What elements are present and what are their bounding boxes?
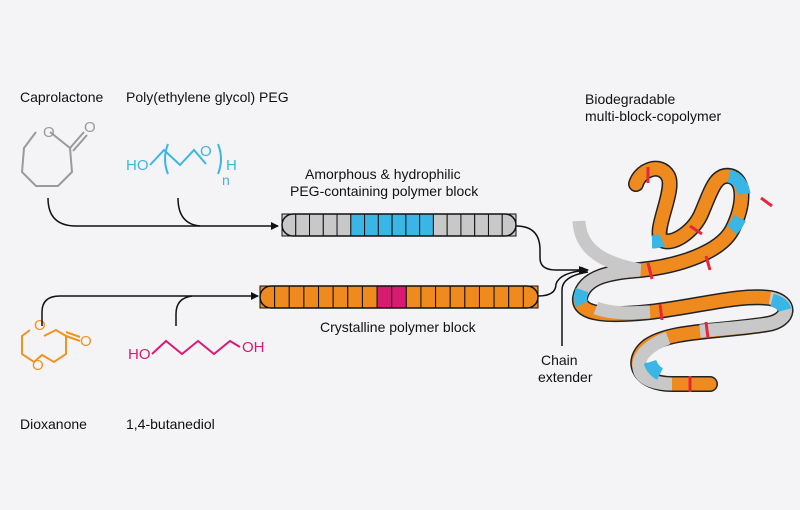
chain-extender-marker xyxy=(646,262,654,280)
peg-block-segment xyxy=(281,213,297,237)
peg-block-segment xyxy=(391,213,407,237)
copolymer-blue-segment-1 xyxy=(727,169,751,196)
dioxanone-arrow xyxy=(41,292,259,326)
crystalline-block-segment xyxy=(376,285,393,309)
peg-block-segment xyxy=(350,213,366,237)
crystalline-block-segment xyxy=(274,285,290,309)
copolymer-gray-segment xyxy=(572,220,642,300)
crystalline-block-segment xyxy=(449,285,466,309)
copolymer-blue-segment-3 xyxy=(574,287,589,307)
copolymer-blue-segment-5 xyxy=(770,293,792,313)
crystalline-block-segment xyxy=(288,285,305,309)
crystalline-block-segment xyxy=(303,285,320,309)
chain-extender-marker xyxy=(689,224,703,236)
chain-extender-marker xyxy=(704,321,710,339)
peg-block-segment xyxy=(501,213,517,237)
butanediol-label: 1,4-butanediol xyxy=(126,416,215,432)
crystalline-block-to-copolymer-arrow xyxy=(537,266,589,297)
crystalline-block-segment xyxy=(332,285,349,309)
peg-block-segment xyxy=(336,213,352,237)
crystalline-block-segment xyxy=(391,285,407,309)
peg-block-segment xyxy=(364,213,379,237)
copolymer-blue-segment-4 xyxy=(651,234,665,249)
chain-extender-marker xyxy=(658,303,664,321)
butanediol-structure xyxy=(151,339,241,356)
chain-extender-pointer xyxy=(561,271,589,346)
butanediol-arrow-branch xyxy=(175,295,193,326)
peg-block-segment xyxy=(487,213,503,237)
copolymer-blue-segment-2 xyxy=(727,215,746,235)
butanediol-hydroxyl-right: OH xyxy=(242,339,265,356)
peg-block-segment xyxy=(322,213,338,237)
chain-extender-label-line1: Chain xyxy=(541,352,578,368)
crystalline-block-segment xyxy=(493,285,510,309)
butanediol-hydroxyl-left: HO xyxy=(128,346,151,363)
crystalline-block-segment xyxy=(347,285,363,309)
crystalline-block-segment xyxy=(508,285,524,309)
peg-block-segment xyxy=(295,213,311,237)
copolymer-gray-segment-3 xyxy=(632,331,673,391)
dioxanone-oxygen-carbonyl: O xyxy=(80,333,92,350)
caprolactone-structure xyxy=(20,131,88,187)
multi-block-copolymer xyxy=(572,160,794,392)
peg-arrow-branch xyxy=(177,197,201,227)
peg-block-outline xyxy=(281,213,517,237)
chain-extender-marker xyxy=(704,255,712,271)
dioxanone-structure xyxy=(21,328,81,364)
peg-hydrogen: H xyxy=(226,157,237,174)
crystalline-polymer-block xyxy=(259,285,539,309)
caprolactone-arrow xyxy=(47,197,279,230)
biodegradable-label-line2: multi-block-copolymer xyxy=(585,108,722,124)
crystalline-block-segment xyxy=(435,285,451,309)
peg-hydroxyl: HO xyxy=(126,157,149,174)
copolymer-blue-segment-6 xyxy=(643,359,664,380)
dioxanone-label: Dioxanone xyxy=(20,416,87,432)
peg-block-segment xyxy=(405,213,421,237)
peg-containing-polymer-block xyxy=(281,213,517,237)
peg-repeat-n: n xyxy=(222,172,230,188)
crystalline-block-segment xyxy=(361,285,378,309)
chain-extender-label-line2: extender xyxy=(538,369,593,385)
peg-label: Poly(ethylene glycol) PEG xyxy=(126,89,289,105)
crystalline-block-segment xyxy=(464,285,480,309)
peg-structure xyxy=(149,143,222,175)
peg-oxygen: O xyxy=(200,143,212,160)
peg-block-segment xyxy=(474,213,489,237)
crystalline-block-outline xyxy=(259,285,539,309)
peg-block-segment xyxy=(309,213,324,237)
crystalline-label: Crystalline polymer block xyxy=(320,319,476,335)
peg-block-to-copolymer-arrow xyxy=(515,225,587,274)
dioxanone-oxygen-bottom: O xyxy=(32,357,44,374)
caprolactone-oxygen-carbonyl: O xyxy=(84,119,96,136)
crystalline-block-segment xyxy=(405,285,422,309)
copolymer-chain-extender-markers xyxy=(646,167,773,392)
amorphous-label-line2: PEG-containing polymer block xyxy=(290,183,479,199)
dioxanone-oxygen-top: O xyxy=(34,317,46,334)
peg-block-segment xyxy=(460,213,476,237)
crystalline-block-segment xyxy=(478,285,495,309)
biodegradable-label-line1: Biodegradable xyxy=(585,91,676,107)
peg-block-segment xyxy=(419,213,434,237)
caprolactone-oxygen-ring: O xyxy=(43,124,55,141)
copolymer-gray-segment-4 xyxy=(593,301,651,320)
crystalline-block-segment xyxy=(420,285,437,309)
amorphous-label-line1: Amorphous & hydrophilic xyxy=(305,166,461,182)
peg-block-segment xyxy=(446,213,462,237)
chain-extender-marker xyxy=(760,196,773,208)
peg-block-segment xyxy=(377,213,393,237)
caprolactone-label: Caprolactone xyxy=(20,89,104,105)
crystalline-block-segment xyxy=(318,285,334,309)
peg-block-segment xyxy=(432,213,448,237)
